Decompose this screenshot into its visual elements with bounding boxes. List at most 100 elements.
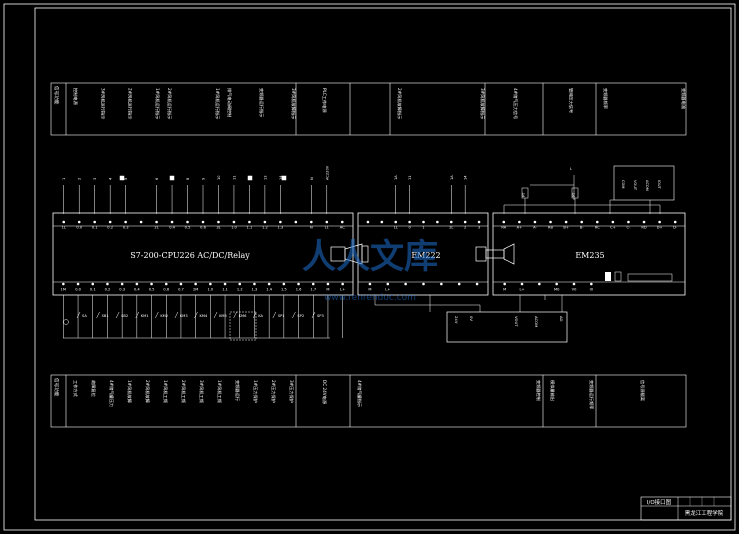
wire [503, 204, 661, 214]
cpu-bottom-terminal [164, 282, 168, 286]
em222-bottom-terminal-label: M [368, 288, 371, 292]
cpu-top-terminal [186, 220, 189, 224]
bottom-signal-label: 工作方式 [72, 380, 79, 398]
cpu-top-terminal-label: 0.6 [200, 226, 206, 230]
cpu-bottom-terminal-label: 1.0 [207, 288, 213, 292]
bottom-signal-label: 3#风机工频 [198, 380, 205, 404]
bus-connector-cpu-em222 [330, 243, 369, 265]
watermark-subtext: www.renrendoc.com [324, 293, 416, 303]
em222-top-terminal [436, 220, 439, 224]
wire-label: 4 [109, 177, 113, 180]
em222-top-terminal [394, 220, 398, 224]
wire-label: 6 [155, 177, 159, 180]
cpu-bottom-terminal-label: M [326, 288, 329, 292]
cpu-bottom-terminal-label: 1M [61, 288, 66, 292]
cpu-top-terminal [340, 220, 344, 224]
top-signal-label: 控制电源 [72, 88, 79, 106]
em235-bottom-terminal-label: L+ [519, 288, 524, 292]
input-device-label: SB1 [102, 314, 109, 318]
cpu-top-terminal-label: 1.2 [262, 226, 268, 230]
cpu-top-terminal-label: 1L [62, 226, 66, 230]
em222-bottom-terminal [422, 282, 425, 286]
em222-top-terminal [366, 220, 370, 224]
cpu-top-terminal-label: N [310, 226, 313, 230]
em235-bottom-terminal [590, 282, 593, 286]
cpu-bottom-terminal-label: 1.2 [237, 288, 243, 292]
em222-bottom-terminal [404, 282, 407, 286]
outer-frame [3, 3, 736, 531]
transmitter-label: IOUT [657, 180, 661, 190]
bottom-signal-label: 2#风机工频 [180, 380, 187, 404]
cpu-top-terminal-label: 0.1 [92, 226, 98, 230]
bottom-signal-label: 3#压力保护 [288, 380, 295, 403]
top-signal-label: 3#风机故障指示 [479, 88, 486, 119]
bottom-signal-label: 4#储气罐压力 [108, 380, 115, 407]
wire-label: 1A [394, 175, 398, 180]
em235-top-terminal-label: RB [548, 226, 553, 230]
cpu-bottom-terminal-label: 0.4 [134, 288, 140, 292]
cpu-top-terminal [139, 220, 143, 224]
cpu-bottom-terminal [238, 282, 242, 286]
pt1-label: PT [522, 192, 526, 197]
dashed-interlock-box [229, 311, 257, 341]
wire-label: 11 [408, 175, 412, 180]
top-signal-label: 2#风机运行指示 [166, 88, 173, 119]
top-signal-label: 3#风机运行指示 [99, 88, 106, 119]
em222-top-terminal [408, 220, 411, 224]
bottom-signal-label: 1#风机工频 [216, 380, 223, 404]
wire-label: 12 [248, 175, 252, 180]
switch-contact [311, 311, 316, 319]
switch-contact [272, 311, 277, 319]
transmitter-label: COM [621, 180, 625, 188]
wire-label: 1 [62, 178, 66, 180]
switch-contact [115, 311, 120, 319]
top-signal-label: 1#风机运行指示 [154, 88, 161, 119]
cpu-top-terminal [108, 220, 112, 224]
bottom-signal-label: 故障复位 [90, 380, 97, 397]
top-table-header: 信号功能 [53, 86, 60, 105]
em222-bottom-terminal [475, 282, 479, 286]
cpu-top-terminal [217, 220, 220, 224]
top-signal-label: 排气电动阀控制 [226, 88, 233, 117]
em235-top-terminal [549, 220, 552, 224]
power-box-label: 24V [454, 316, 459, 324]
power-box-label: AO [559, 316, 564, 322]
indicator-lamp [247, 175, 253, 181]
cpu-top-terminal [124, 220, 127, 224]
wire-label: 13 [263, 175, 267, 180]
cpu-bottom-terminal [106, 282, 109, 286]
em235-bottom-terminal [572, 282, 576, 286]
cpu-bottom-terminal-label: 0.5 [149, 288, 155, 292]
drawing-name: I/O接口图 [647, 498, 672, 506]
wire-label: 2 [78, 178, 82, 180]
em235-top-terminal [673, 220, 677, 224]
title-block: I/O接口图 黑龙江工程学院 [640, 496, 732, 521]
cpu-top-terminal [77, 220, 81, 224]
wire-label: 3 [93, 178, 97, 180]
em222-top-terminal [380, 220, 384, 224]
top-signal-label: 2#风机故障指示 [396, 88, 403, 119]
cpu-bottom-terminal-label: 1.3 [252, 288, 258, 292]
transmitter-label: VOUT [633, 180, 637, 191]
cpu-top-terminal [310, 220, 313, 224]
cpu-module-title: S7-200-CPU226 AC/DC/Relay [130, 251, 250, 260]
em222-top-terminal-label: 2L [449, 226, 453, 230]
em235-top-terminal-label: D- [673, 226, 678, 230]
bottom-signal-label: 4#储气罐指示 [356, 380, 363, 407]
bottom-signal-label: 模拟量输出 [549, 380, 556, 401]
cpu-top-terminal-label: 0.5 [185, 226, 191, 230]
bus-connector-em222-em235 [475, 243, 515, 265]
bottom-signal-label: 变频器运行 [234, 380, 241, 401]
em222-bottom-terminal [440, 282, 443, 286]
em235-top-terminal [564, 220, 568, 224]
cpu-bottom-terminal [341, 282, 344, 286]
cpu-bottom-terminal [253, 282, 256, 286]
wire [374, 295, 481, 312]
cpu-bottom-terminal-label: 1.4 [266, 288, 272, 292]
